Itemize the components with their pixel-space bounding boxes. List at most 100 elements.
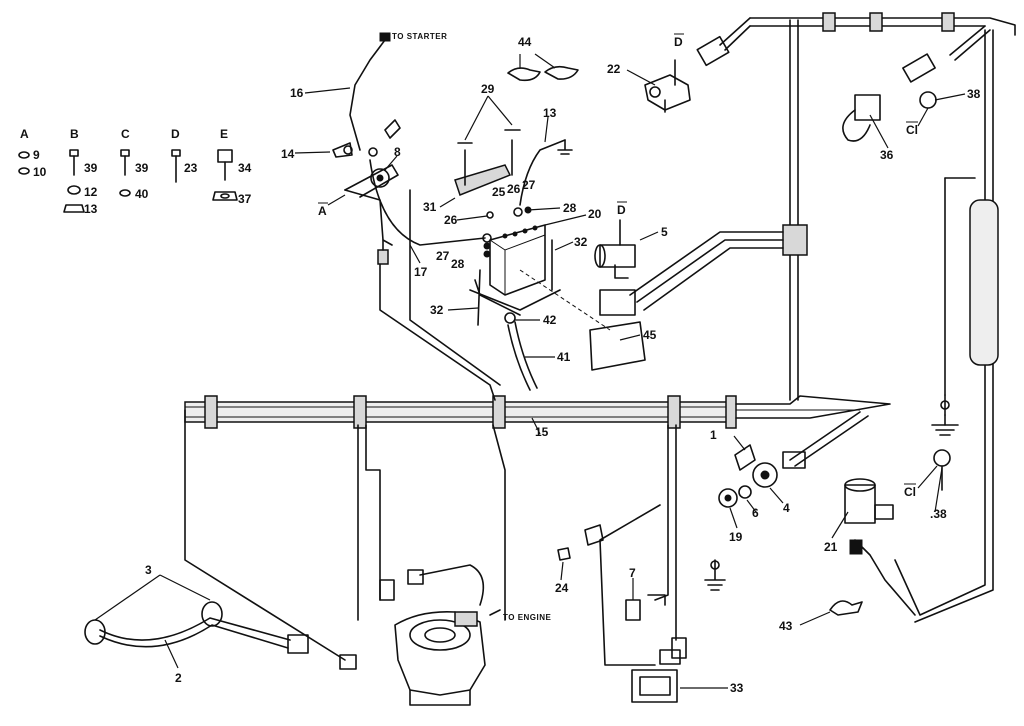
callout-17: 17 <box>414 265 428 279</box>
key-letter-d: D <box>171 127 180 141</box>
key-a-item-2: 10 <box>33 165 47 179</box>
harness-drops <box>184 189 677 666</box>
key-c-item-2: 40 <box>135 187 149 201</box>
switch-22 <box>644 59 691 113</box>
callout-13: 13 <box>543 106 557 120</box>
callout-24: 24 <box>555 581 569 595</box>
wire-sleeve <box>969 199 999 366</box>
solenoid-bracket <box>344 119 401 265</box>
callout-44: 44 <box>518 35 532 49</box>
callout-38b: .38 <box>930 507 947 521</box>
callout-31: 31 <box>423 200 437 214</box>
key-d-item-1: 23 <box>184 161 198 175</box>
harness-clamp <box>941 12 955 32</box>
harness-clamp <box>725 395 737 429</box>
callout-14: 14 <box>281 147 295 161</box>
callout-numbers: 16 14 8 17 29 13 31 25 26 27 26 28 20 32… <box>145 35 981 695</box>
callout-36: 36 <box>880 148 894 162</box>
connector-36 <box>842 91 937 142</box>
relay-5 <box>594 219 636 316</box>
key-e-item-1: 34 <box>238 161 252 175</box>
callout-25: 25 <box>492 185 506 199</box>
clamp-38 <box>919 91 937 109</box>
bulb-3 <box>201 601 223 627</box>
key-letter-e: E <box>220 127 228 141</box>
note-to-starter: TO STARTER <box>392 32 447 41</box>
callout-28b: 28 <box>451 257 465 271</box>
solenoid-21 <box>844 478 916 616</box>
ground-points <box>704 394 959 591</box>
ref-cl-top: Cl <box>906 123 918 137</box>
key-letter-a: A <box>20 127 29 141</box>
ignition-switch-4 <box>752 462 778 488</box>
starter-cable: TO STARTER <box>349 32 447 151</box>
reference-letters: A Cl Cl D D <box>318 33 938 499</box>
callout-8: 8 <box>394 145 401 159</box>
callout-29: 29 <box>481 82 495 96</box>
callout-2: 2 <box>175 671 182 685</box>
callout-43: 43 <box>779 619 793 633</box>
key-b-item-3: 13 <box>84 202 98 216</box>
callout-20: 20 <box>588 207 602 221</box>
terminal-24 <box>557 547 571 561</box>
callout-22: 22 <box>607 62 621 76</box>
tube-41 <box>507 324 531 391</box>
callout-32b: 32 <box>430 303 444 317</box>
harness-clamp <box>667 395 681 429</box>
key-b-item-1: 39 <box>84 161 98 175</box>
callout-33: 33 <box>730 681 744 695</box>
callout-27: 27 <box>522 178 536 192</box>
callout-1: 1 <box>710 428 717 442</box>
callout-16: 16 <box>290 86 304 100</box>
key-c-item-1: 39 <box>135 161 149 175</box>
harness-connector <box>902 53 936 83</box>
key-letter-b: B <box>70 127 79 141</box>
ref-a-bracket: A <box>318 204 327 218</box>
callout-7: 7 <box>629 566 636 580</box>
ref-d-top: D <box>674 35 683 49</box>
leader-lines <box>94 53 966 689</box>
harness-clamp <box>822 12 836 32</box>
callout-6: 6 <box>752 506 759 520</box>
ref-cl-bottom: Cl <box>904 485 916 499</box>
callout-45: 45 <box>643 328 657 342</box>
harness-clamp <box>492 395 506 429</box>
engine-component: TO ENGINE <box>394 564 551 706</box>
callout-38: 38 <box>967 87 981 101</box>
switch-7 <box>625 599 641 621</box>
callout-15: 15 <box>535 425 549 439</box>
hardware-key-labels: A 9 10 B 39 12 13 C 39 40 D 23 E 34 37 <box>20 127 252 216</box>
callout-41: 41 <box>557 350 571 364</box>
callout-27b: 27 <box>436 249 450 263</box>
harness-connector <box>599 289 636 316</box>
hold-down-bracket <box>454 164 512 196</box>
callout-26: 26 <box>507 182 521 196</box>
callout-19: 19 <box>729 530 743 544</box>
battery-assembly <box>369 129 611 391</box>
key-1 <box>734 444 756 471</box>
callout-5: 5 <box>661 225 668 239</box>
wire-terminal-14 <box>332 142 353 158</box>
callout-28: 28 <box>563 201 577 215</box>
harness-connector <box>339 654 357 670</box>
ignition-switch-group <box>718 444 806 508</box>
harness-connector <box>379 579 395 601</box>
washer-19 <box>718 488 738 508</box>
bulb-3 <box>84 619 106 645</box>
key-letter-c: C <box>121 127 130 141</box>
nut-6 <box>738 485 752 499</box>
callout-42: 42 <box>543 313 557 327</box>
terminal <box>584 524 604 546</box>
right-harness <box>629 12 1016 623</box>
callout-21: 21 <box>824 540 838 554</box>
light-harness-2 <box>84 601 309 654</box>
terminal-43 <box>829 600 863 616</box>
clamp-38 <box>933 449 951 467</box>
hardware-key <box>18 149 238 213</box>
key-a-item-1: 9 <box>33 148 40 162</box>
harness-clamp <box>353 395 367 429</box>
callout-26b: 26 <box>444 213 458 227</box>
fuse-holders-44 <box>507 65 579 82</box>
decal-45 <box>589 321 646 371</box>
